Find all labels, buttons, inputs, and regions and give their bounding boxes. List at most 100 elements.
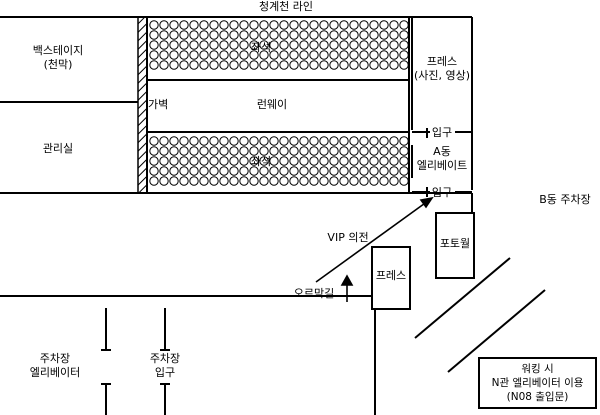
seat [249, 40, 259, 50]
seat [259, 50, 269, 60]
seat [149, 166, 159, 176]
seat [249, 60, 259, 70]
seat [229, 50, 239, 60]
seat [309, 60, 319, 70]
seat [279, 146, 289, 156]
runway-label: 런웨이 [256, 98, 288, 111]
seat [179, 40, 189, 50]
seat [279, 136, 289, 146]
seat [259, 20, 269, 30]
seat [149, 20, 159, 30]
seat [159, 50, 169, 60]
seat [319, 156, 329, 166]
seat [329, 20, 339, 30]
vip-lounge-label: VIP 의전 [327, 231, 369, 244]
seat [369, 146, 379, 156]
seat [379, 166, 389, 176]
seat [229, 40, 239, 50]
seat [299, 136, 309, 146]
seat [219, 176, 229, 186]
seat [299, 20, 309, 30]
seat [359, 40, 369, 50]
seat [309, 146, 319, 156]
seat [299, 156, 309, 166]
seat [229, 166, 239, 176]
seat [389, 176, 399, 186]
seat [249, 20, 259, 30]
seat [399, 136, 409, 146]
seat [239, 156, 249, 166]
seat [179, 156, 189, 166]
seat [149, 146, 159, 156]
seat [249, 146, 259, 156]
seat [329, 40, 339, 50]
seat [159, 146, 169, 156]
seat [339, 30, 349, 40]
seat [269, 30, 279, 40]
parking-elevator-label-line2: 엘리베이터 [29, 366, 81, 379]
seat [369, 30, 379, 40]
seat [289, 166, 299, 176]
seat [389, 30, 399, 40]
seat [199, 136, 209, 146]
seat [399, 166, 409, 176]
seat [349, 40, 359, 50]
seat [189, 176, 199, 186]
partition-label: 가벽 [148, 98, 169, 111]
seat [309, 156, 319, 166]
seat [169, 136, 179, 146]
seats-upper [149, 20, 409, 70]
seat [169, 60, 179, 70]
seat [199, 176, 209, 186]
seat [189, 136, 199, 146]
seat [369, 156, 379, 166]
seat [359, 50, 369, 60]
seat [309, 176, 319, 186]
seat [229, 176, 239, 186]
seat [289, 146, 299, 156]
seat [269, 166, 279, 176]
seat [169, 146, 179, 156]
seat [339, 146, 349, 156]
seat [239, 146, 249, 156]
seat [369, 166, 379, 176]
seat [299, 146, 309, 156]
seat [359, 156, 369, 166]
seat [149, 176, 159, 186]
seat [389, 136, 399, 146]
seat [149, 40, 159, 50]
seat [249, 176, 259, 186]
backstage-label-line1: 백스테이지 [32, 44, 84, 57]
seat [359, 146, 369, 156]
seat [319, 60, 329, 70]
seat [379, 146, 389, 156]
seat [279, 156, 289, 166]
seat [329, 146, 339, 156]
seat [199, 146, 209, 156]
seat [369, 136, 379, 146]
seat [399, 50, 409, 60]
seat [199, 166, 209, 176]
seat [169, 30, 179, 40]
seat [179, 146, 189, 156]
seat [379, 40, 389, 50]
seat [349, 20, 359, 30]
seat [209, 60, 219, 70]
seat [239, 30, 249, 40]
seat [329, 136, 339, 146]
vip-route-arrow [315, 196, 434, 283]
seat [399, 60, 409, 70]
seat [389, 166, 399, 176]
seat [359, 30, 369, 40]
seat [389, 20, 399, 30]
seat [159, 40, 169, 50]
seat [359, 60, 369, 70]
seat [269, 156, 279, 166]
seat [269, 60, 279, 70]
seat [189, 60, 199, 70]
seat [149, 50, 159, 60]
parking-b-label: B동 주차장 [539, 193, 591, 206]
seat [309, 166, 319, 176]
seat [239, 60, 249, 70]
